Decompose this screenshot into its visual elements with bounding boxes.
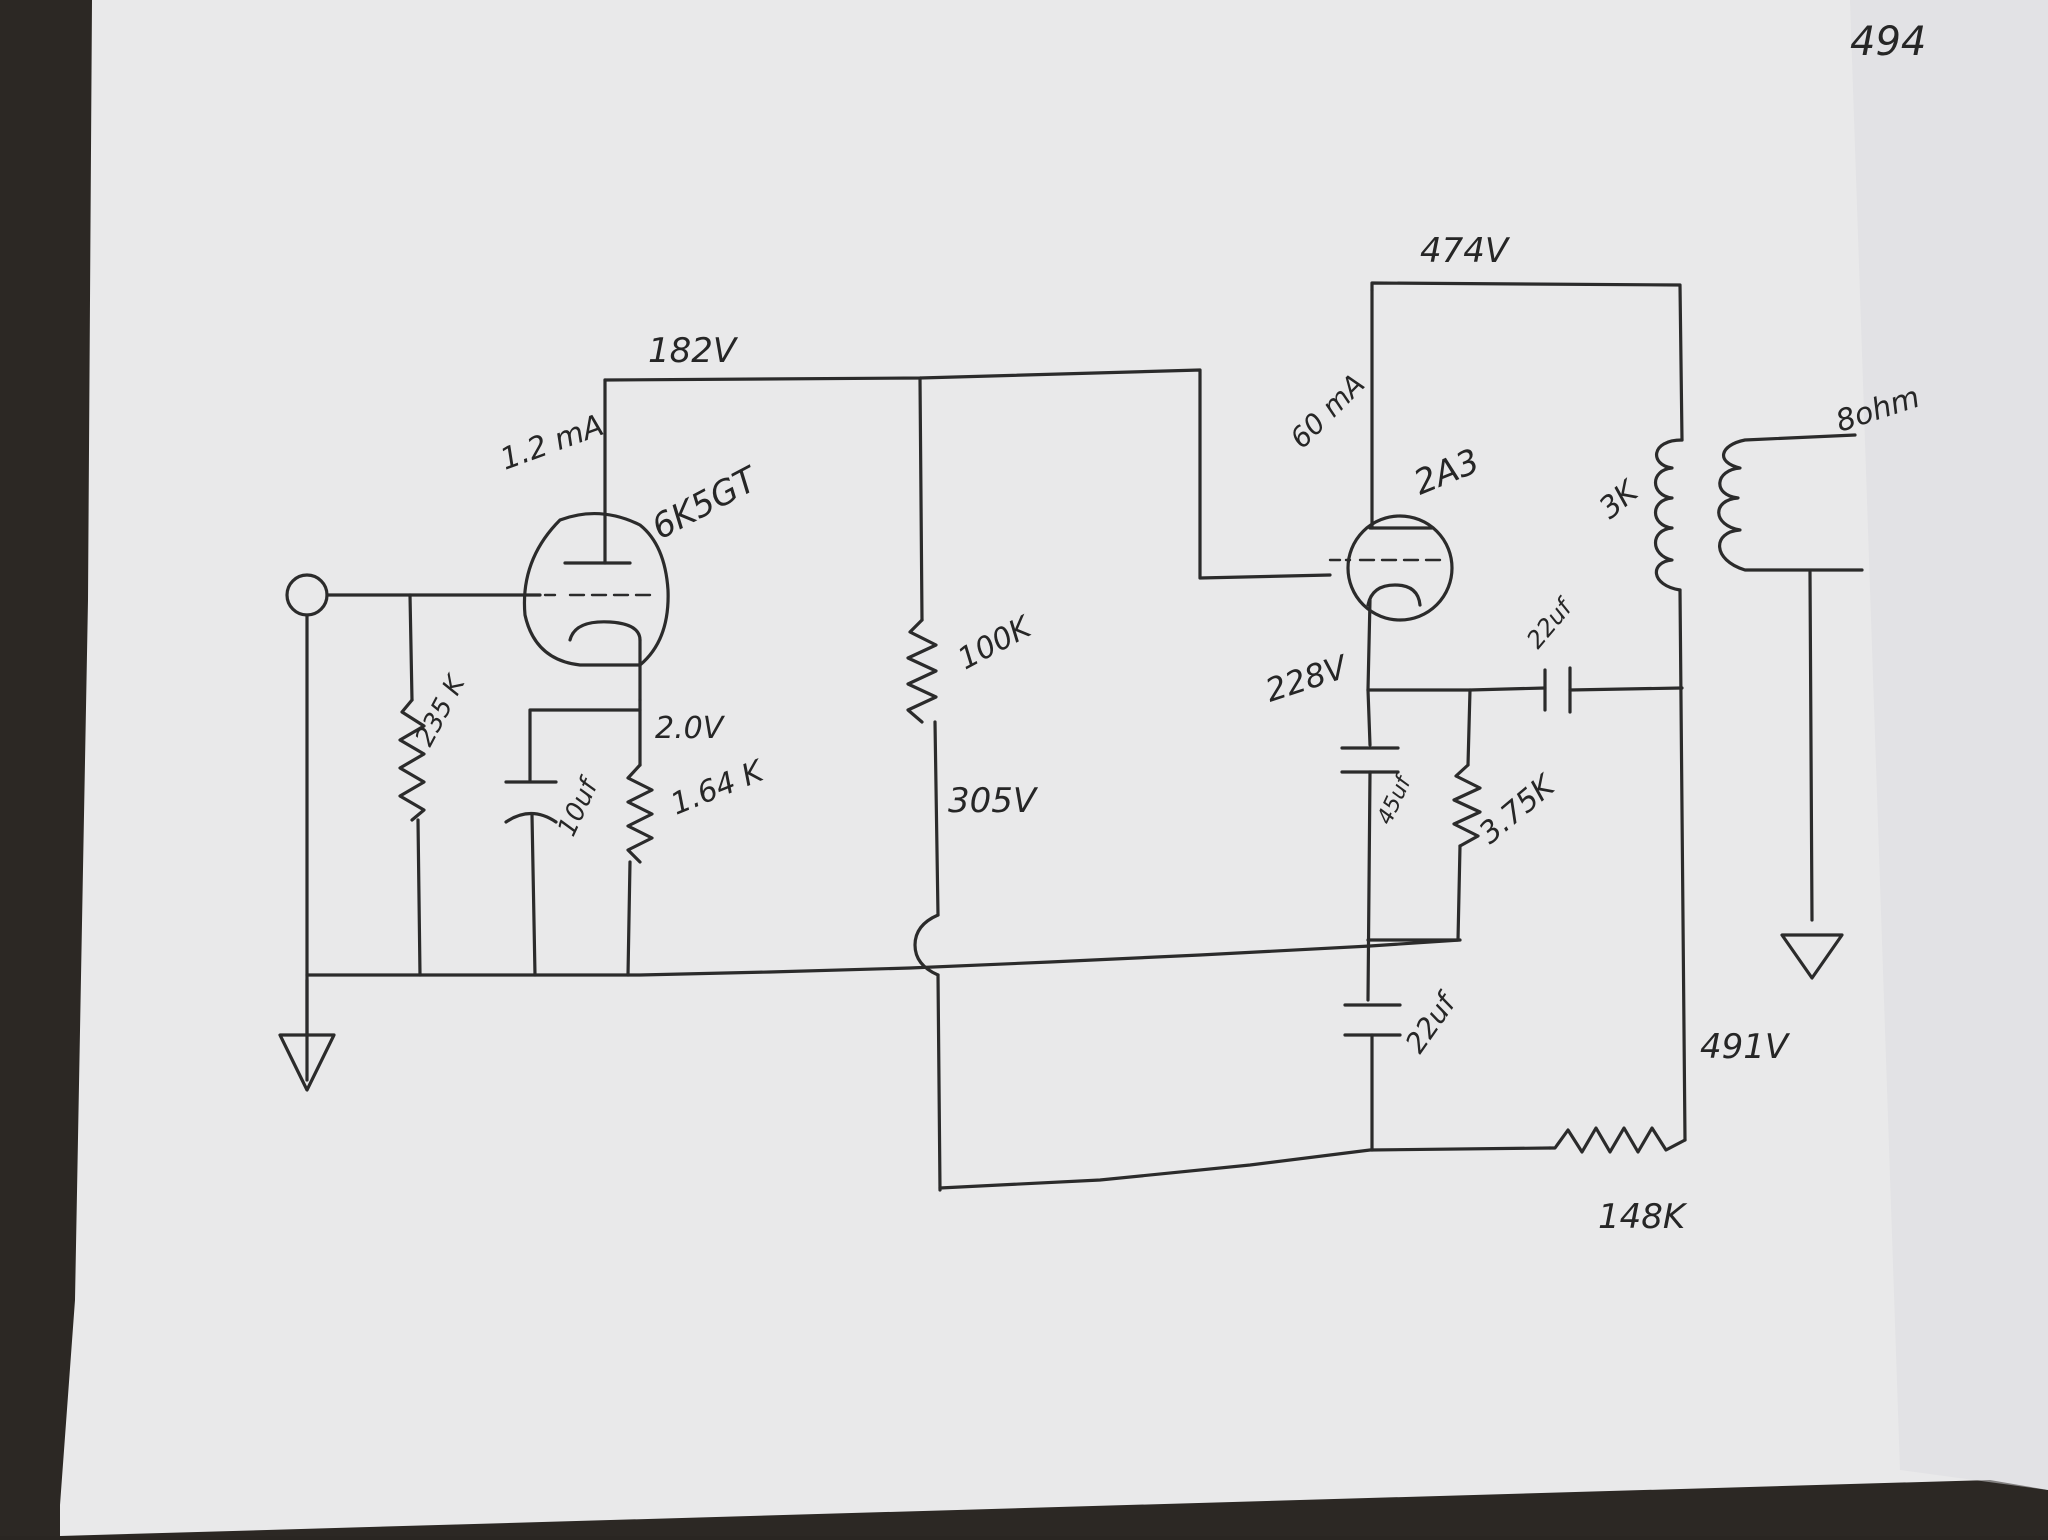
plate-load-resistor: [906, 376, 942, 1192]
cathode-bypass-cap: [504, 708, 642, 977]
preamp-plate-voltage-label: 182V: [648, 331, 739, 371]
output-plate-voltage-label: 474V: [1420, 231, 1511, 271]
ground-symbol-left: [278, 978, 336, 1092]
grid-resistor: [398, 593, 426, 977]
dropping-resistor: [1548, 1126, 1687, 1154]
supply-voltage-label: 491V: [1700, 1027, 1791, 1067]
paper-sheet: [60, 0, 2048, 1536]
output-transformer-secondary: [1717, 433, 1864, 980]
feedback-cap: [1543, 666, 1684, 714]
output-b-plus-line: [1370, 281, 1684, 442]
ground-bus: [305, 938, 1462, 977]
preamp-tube-6k5gt: [522, 378, 670, 702]
output-cathode-cap: [1340, 688, 1400, 1002]
interstage-voltage-label: 305V: [948, 781, 1039, 821]
paper-shadow: [1850, 0, 2048, 1490]
preamp-b-plus-line: [603, 368, 1332, 580]
page-number: 494: [1850, 19, 1926, 65]
cathode-voltage-label: 2.0V: [655, 711, 726, 746]
supply-return-line: [938, 1146, 1552, 1190]
output-tube-2a3: [1328, 288, 1454, 692]
dropping-resistor-label: 148K: [1598, 1197, 1688, 1237]
output-cathode-resistor: [1366, 688, 1482, 942]
filter-cap: [1343, 1003, 1402, 1152]
cathode-resistor: [626, 698, 654, 977]
output-transformer-primary: [1654, 438, 1687, 1142]
